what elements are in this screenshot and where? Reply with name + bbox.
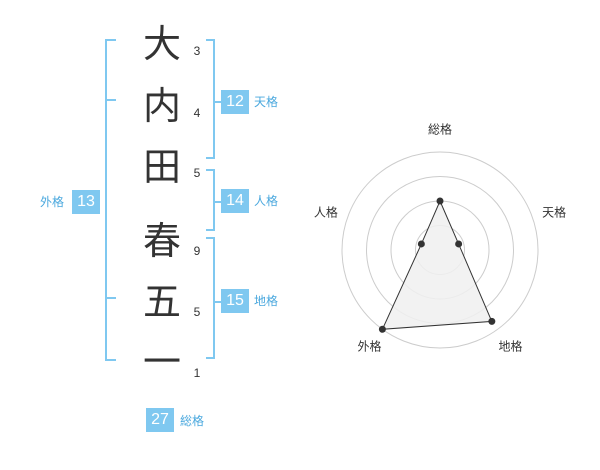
- radar-point-3: [488, 317, 496, 325]
- name-char-2: 内: [142, 84, 181, 128]
- name-char-3: 田: [142, 145, 181, 189]
- radar-axis-label-5: 人格: [314, 204, 338, 219]
- stroke-count-6: 1: [193, 366, 201, 380]
- jinkaku-bracket: [206, 169, 215, 231]
- tenkaku-label: 天格: [254, 95, 279, 109]
- radar-axis-label-1: 総格: [428, 122, 452, 137]
- chikaku-bracket: [206, 237, 215, 359]
- name-char-4: 春: [142, 219, 181, 263]
- radar-axis-label-4: 外格: [357, 339, 381, 354]
- chikaku-value-badge: 15: [221, 289, 249, 313]
- stroke-count-4: 9: [193, 244, 201, 258]
- radar-axis-label-2: 天格: [542, 204, 566, 219]
- jinkaku-value-badge: 14: [221, 189, 249, 213]
- radar-point-4: [378, 325, 386, 333]
- soukaku-value-badge: 27: [146, 408, 174, 432]
- soukaku-label: 総格: [180, 414, 205, 428]
- radar-data-polygon: [381, 199, 493, 330]
- jinkaku-label: 人格: [254, 194, 279, 208]
- tenkaku-value-badge: 12: [221, 90, 249, 114]
- radar-point-5: [417, 240, 425, 248]
- name-char-6: 一: [142, 340, 181, 384]
- gaikaku-value-badge: 13: [72, 190, 100, 214]
- stroke-count-5: 5: [193, 305, 201, 319]
- name-char-1: 大: [142, 22, 181, 66]
- radar-ring: [341, 151, 539, 349]
- stroke-count-3: 5: [193, 166, 201, 180]
- radar-axis-label-3: 地格: [499, 339, 523, 354]
- stroke-count-1: 3: [193, 44, 201, 58]
- radar-point-2: [455, 240, 463, 248]
- gaikaku-bracket: [105, 39, 116, 361]
- tenkaku-bracket: [206, 39, 215, 159]
- gaikaku-label: 外格: [40, 195, 65, 209]
- stroke-count-2: 4: [193, 106, 201, 120]
- name-char-5: 五: [142, 280, 181, 324]
- chikaku-label: 地格: [254, 294, 279, 308]
- radar-point-1: [436, 197, 444, 205]
